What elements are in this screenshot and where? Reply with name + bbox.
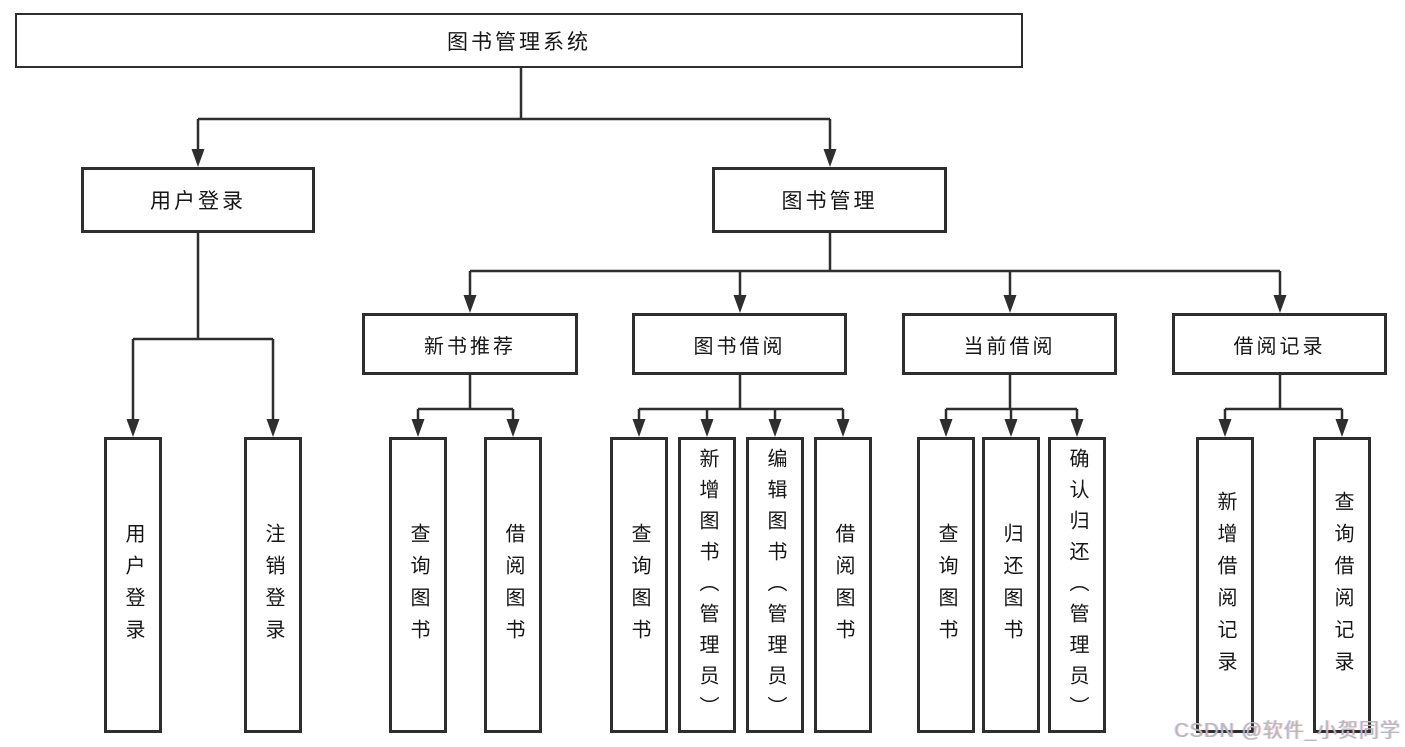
leaf-bb-query-books: 查询图书 [610, 437, 668, 733]
leaf-rec-borrow-books: 借阅图书 [484, 437, 542, 733]
csdn-watermark: CSDN @软件_小贺同学 [1174, 720, 1401, 742]
connector-user-login-branch [126, 233, 280, 437]
leaf-bb-borrow-books: 借阅图书 [814, 437, 872, 733]
leaf-cb-query-books: 查询图书 [917, 437, 975, 733]
connector-new-book-rec-branch [411, 375, 520, 437]
leaf-br-add-record: 新增借阅记录 [1196, 437, 1254, 733]
node-user-login: 用户登录 [81, 167, 315, 233]
node-current-borrowing: 当前借阅 [902, 313, 1117, 375]
node-book-management: 图书管理 [712, 167, 947, 233]
leaf-bb-edit-books-admin: 编辑图书（管理员） [746, 437, 804, 733]
leaf-br-query-record: 查询借阅记录 [1313, 437, 1371, 733]
leaf-rec-query-books: 查询图书 [389, 437, 447, 733]
leaf-bb-add-books-admin: 新增图书（管理员） [678, 437, 736, 733]
node-library-management-system: 图书管理系统 [15, 13, 1023, 68]
leaf-cb-confirm-return-admin: 确认归还（管理员） [1048, 437, 1106, 733]
leaf-user-login: 用户登录 [104, 437, 162, 733]
node-borrowing-records: 借阅记录 [1172, 313, 1387, 375]
connector-borrow-records-branch [1218, 375, 1349, 437]
connector-book-borrow-branch [632, 375, 850, 437]
node-book-borrowing: 图书借阅 [632, 313, 847, 375]
connector-book-mgmt-to-level3 [463, 233, 1287, 313]
leaf-cb-return-books: 归还图书 [982, 437, 1040, 733]
connector-current-borrow-branch [939, 375, 1084, 437]
leaf-logout: 注销登录 [244, 437, 302, 733]
connector-root-to-level2 [191, 68, 837, 167]
node-new-book-recommendation: 新书推荐 [362, 313, 578, 375]
